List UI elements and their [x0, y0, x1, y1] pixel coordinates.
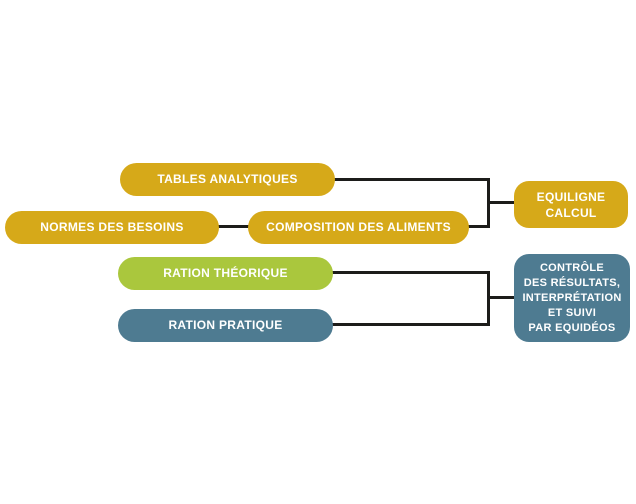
connector-bottom-bracket-vertical [487, 271, 490, 326]
node-ration-theorique: RATION THÉORIQUE [118, 257, 333, 290]
node-tables-analytiques: TABLES ANALYTIQUES [120, 163, 335, 196]
node-composition-des-aliments: COMPOSITION DES ALIMENTS [248, 211, 469, 244]
connector-top-bracket-vertical [487, 178, 490, 228]
connector-pratique-to-bracket [331, 323, 490, 326]
connector-theorique-to-bracket [331, 271, 490, 274]
connector-normes-to-composition [217, 225, 250, 228]
connector-bracket-to-controle [490, 296, 514, 299]
node-equiligne-calcul: EQUILIGNE CALCUL [514, 181, 628, 228]
node-normes-des-besoins: NORMES DES BESOINS [5, 211, 219, 244]
connector-composition-to-bracket [465, 225, 490, 228]
connector-bracket-to-equiligne [490, 201, 514, 204]
connector-tables-to-bracket [333, 178, 490, 181]
node-controle-resultats: CONTRÔLE DES RÉSULTATS, INTERPRÉTATION E… [514, 254, 630, 342]
node-ration-pratique: RATION PRATIQUE [118, 309, 333, 342]
